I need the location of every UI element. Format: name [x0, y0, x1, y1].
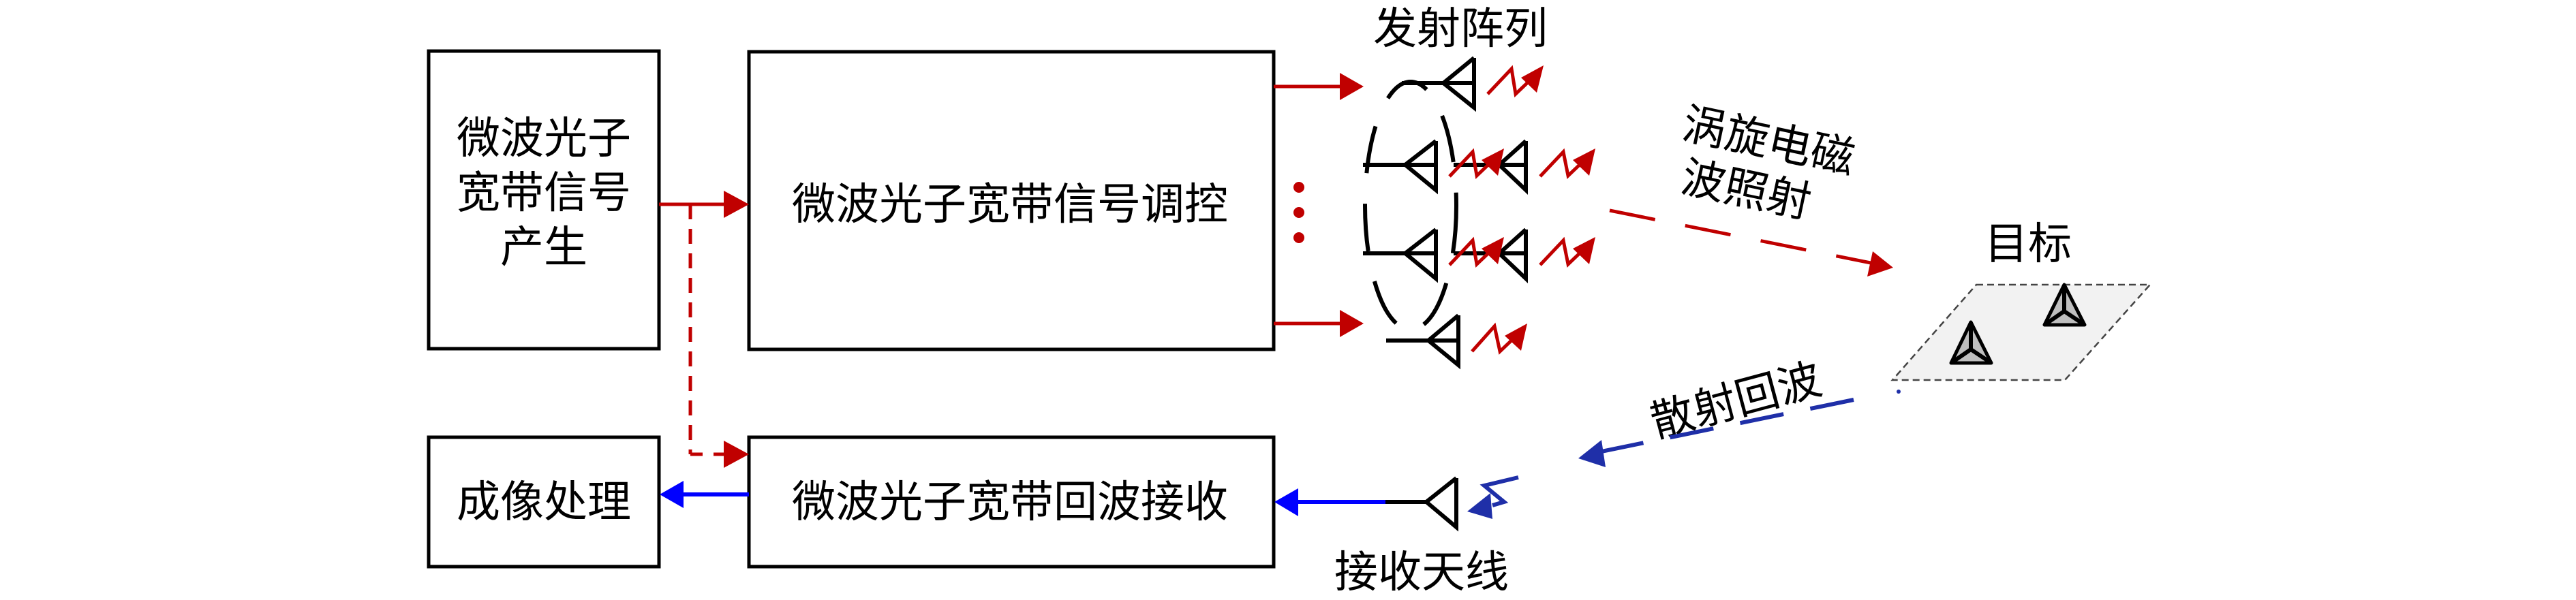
arrow-antenna-to-receive-head	[1274, 488, 1298, 516]
arrow-control-to-antenna-top	[1274, 73, 1364, 100]
block-imaging-label: 成像处理	[457, 477, 631, 528]
pyramid-target-icon	[2042, 283, 2087, 327]
radiation-zigzag-icon	[1471, 322, 1527, 355]
antenna-icon	[1386, 313, 1460, 370]
target-scene	[1890, 283, 2152, 381]
vortex-wave-label: 涡旋电磁 波照射	[1677, 99, 1859, 229]
radiation-zigzag-icon	[1486, 65, 1544, 98]
rx-antenna-label: 接收天线	[1334, 548, 1509, 598]
arrow-control-top-head	[1340, 73, 1364, 100]
ellipsis-dot	[1293, 182, 1304, 193]
tx-array-label: 发射阵列	[1373, 4, 1548, 54]
ellipsis-dot	[1293, 232, 1304, 243]
block-signal-generation-line-1: 微波光子	[457, 114, 631, 164]
block-signal-generation: 微波光子 宽带信号 产生	[427, 49, 661, 351]
arrow-generation-to-receive-reference	[688, 204, 749, 468]
block-signal-generation-frame	[427, 49, 661, 351]
block-signal-generation-line-3: 产生	[500, 223, 587, 273]
target-label: 目标	[1984, 219, 2072, 270]
arrow-control-bottom-head	[1340, 310, 1364, 337]
ellipsis-dot	[1293, 207, 1304, 218]
block-signal-generation-line-2: 宽带信号	[457, 168, 631, 219]
tx-array-ellipse	[1363, 80, 1458, 332]
radiation-zigzag-icon	[1448, 236, 1504, 268]
arrow-receive-to-imaging	[660, 481, 749, 508]
illumination-dashed-line	[1609, 208, 1871, 265]
arrow-receive-to-imaging-head	[660, 481, 684, 508]
antenna-icon	[1385, 476, 1458, 532]
target-ground-plane	[1890, 283, 2152, 381]
block-echo-receive-label: 微波光子宽带回波接收	[792, 477, 1228, 528]
block-signal-control-label: 微波光子宽带信号调控	[792, 180, 1228, 230]
pyramid-target-icon	[1949, 320, 1993, 365]
vertical-ellipsis-icon	[1293, 182, 1304, 243]
arrow-scattered-echo	[1578, 390, 1901, 467]
block-imaging: 成像处理	[427, 435, 661, 569]
antenna-icon	[1363, 227, 1438, 283]
arrow-illumination	[1609, 208, 1893, 277]
scattered-echo-label-text: 散射回波	[1646, 354, 1827, 448]
arrow-generation-to-control-head	[724, 191, 749, 218]
block-echo-receive-frame	[747, 435, 1276, 569]
echo-origin-dot	[1897, 390, 1901, 394]
antenna-icon	[1363, 139, 1438, 195]
arrow-antenna-to-receive	[1274, 488, 1385, 516]
tx-array-boundary-dashed	[1363, 80, 1458, 332]
reference-arrow-head	[724, 441, 749, 468]
arrow-generation-to-control	[659, 191, 749, 218]
antenna-icon	[1402, 56, 1476, 112]
echo-dashed-line	[1597, 398, 1854, 454]
illumination-arrow-head	[1867, 251, 1893, 277]
radiation-zigzag-icon	[1448, 148, 1504, 180]
block-signal-control: 微波光子宽带信号调控	[747, 50, 1276, 351]
arrow-control-to-antenna-bottom	[1274, 310, 1364, 337]
radiation-zigzag-icon	[1539, 236, 1595, 268]
block-imaging-frame	[427, 435, 661, 569]
radiation-zigzag-icon	[1467, 475, 1519, 519]
scattered-echo-label: 散射回波	[1646, 354, 1827, 448]
block-echo-receive: 微波光子宽带回波接收	[747, 435, 1276, 569]
echo-arrow-head	[1578, 440, 1606, 467]
block-signal-control-frame	[747, 50, 1276, 351]
radiation-zigzag-icon	[1539, 148, 1595, 179]
